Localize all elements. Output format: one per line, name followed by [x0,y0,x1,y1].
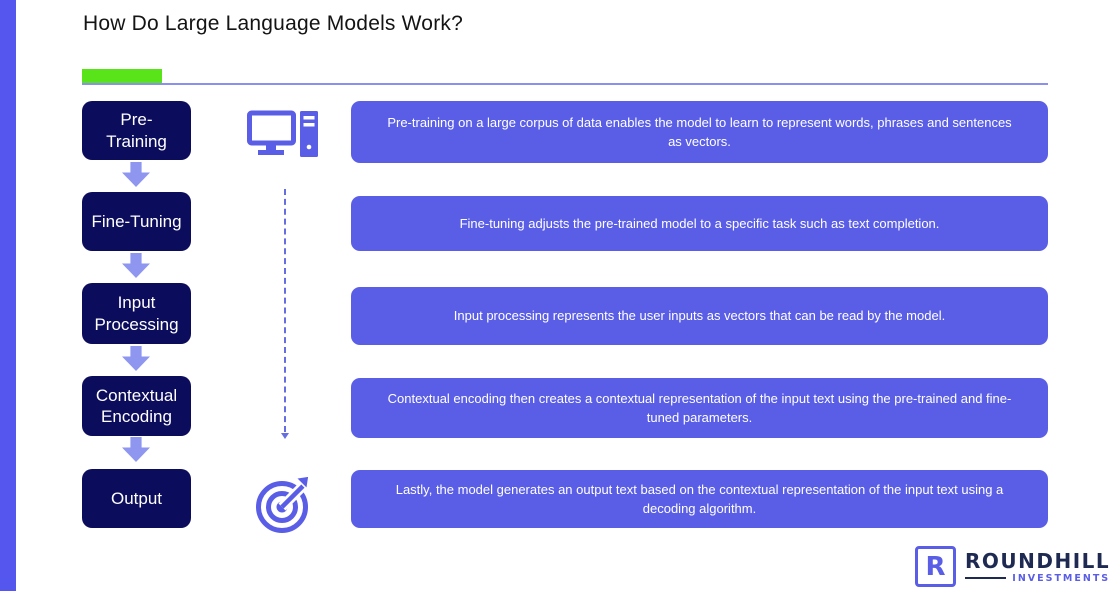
header-divider [82,83,1048,85]
step-box-pre-training: Pre- Training [82,101,191,160]
brand-text: ROUNDHILL INVESTMENTS [965,550,1110,584]
description-box: Input processing represents the user inp… [351,287,1048,345]
description-text: Contextual encoding then creates a conte… [387,390,1012,426]
description-text: Pre-training on a large corpus of data e… [387,114,1012,150]
step-box-fine-tuning: Fine-Tuning [82,192,191,251]
page-title: How Do Large Language Models Work? [83,12,463,35]
down-arrow-icon [122,253,150,278]
brand-subtitle-rule [965,576,1007,580]
down-arrow-icon [122,162,150,187]
step-box-input-processing: Input Processing [82,283,191,344]
description-text: Input processing represents the user inp… [453,308,946,324]
step-label: Input Processing [94,293,179,334]
step-label: Pre- Training [106,110,167,151]
brand-name: ROUNDHILL [965,548,1111,573]
green-accent-bar [82,69,162,83]
brand-logo: R ROUNDHILL INVESTMENTS [915,546,1110,587]
step-label: Fine-Tuning [91,211,182,231]
description-box: Fine-tuning adjusts the pre-trained mode… [351,196,1048,251]
step-label: Contextual Encoding [95,385,178,426]
down-arrow-icon [122,346,150,371]
target-arrow-icon [255,475,315,540]
desktop-computer-icon [247,110,319,165]
step-label: Output [110,488,163,508]
down-arrow-icon [122,437,150,462]
description-text: Lastly, the model generates an output te… [395,481,1004,517]
dashed-connector-arrowhead [281,433,289,439]
description-box: Contextual encoding then creates a conte… [351,378,1048,438]
step-box-contextual-encoding: Contextual Encoding [82,376,191,436]
left-accent-bar [0,0,16,591]
logo-mark-letter: R [925,551,946,582]
description-text: Fine-tuning adjusts the pre-trained mode… [459,215,940,231]
step-box-output: Output [82,469,191,528]
dashed-connector-line [284,189,286,432]
brand-subtitle: INVESTMENTS [1012,572,1111,584]
description-box: Pre-training on a large corpus of data e… [351,101,1048,163]
description-box: Lastly, the model generates an output te… [351,470,1048,528]
brand-subtitle-row: INVESTMENTS [965,573,1110,584]
roundhill-logo-mark-icon: R [915,546,956,587]
